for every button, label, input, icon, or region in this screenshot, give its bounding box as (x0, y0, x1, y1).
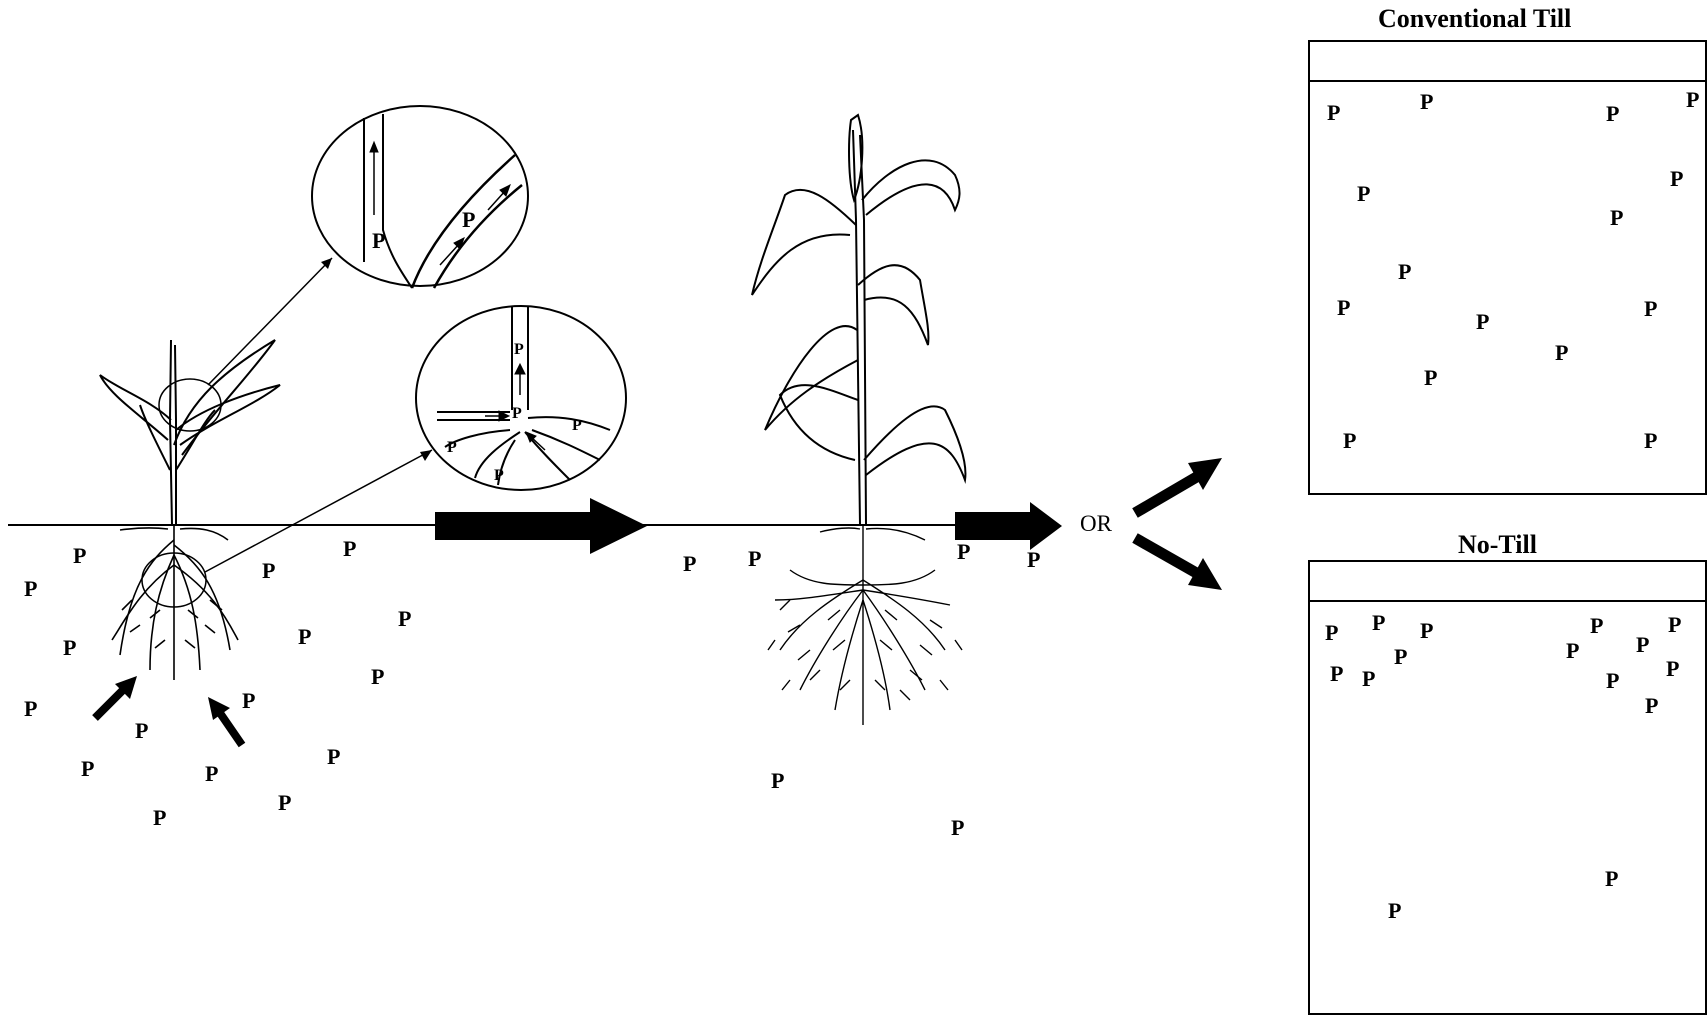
phosphorus-label: P (278, 792, 291, 814)
phosphorus-label: P (1590, 615, 1603, 637)
stem-transport-zoom (312, 106, 528, 288)
phosphorus-label: P (1636, 634, 1649, 656)
outcome-arrow (955, 502, 1062, 550)
phosphorus-label: P (1668, 614, 1681, 636)
zoom-circle-stem (159, 379, 221, 431)
phosphorus-label: P (1327, 102, 1340, 124)
phosphorus-label: P (683, 553, 696, 575)
phosphorus-label: P (1420, 91, 1433, 113)
conventional-till-title: Conventional Till (1378, 6, 1571, 32)
phosphorus-label: P (494, 468, 504, 484)
phosphorus-label: P (1337, 297, 1350, 319)
phosphorus-label: P (771, 770, 784, 792)
uptake-arrows (95, 676, 242, 745)
phosphorus-label: P (1476, 311, 1489, 333)
phosphorus-label: P (153, 807, 166, 829)
no-till-panel (1308, 560, 1707, 1015)
phosphorus-label: P (748, 548, 761, 570)
phosphorus-label: P (1394, 646, 1407, 668)
phosphorus-label: P (242, 690, 255, 712)
phosphorus-label: P (1566, 640, 1579, 662)
phosphorus-label: P (262, 560, 275, 582)
phosphorus-label: P (1325, 622, 1338, 644)
phosphorus-label: P (1555, 342, 1568, 364)
phosphorus-label: P (1610, 207, 1623, 229)
phosphorus-label: P (371, 666, 384, 688)
phosphorus-label: P (1644, 298, 1657, 320)
growth-arrow (435, 498, 647, 554)
phosphorus-label: P (512, 406, 522, 422)
phosphorus-label: P (572, 418, 582, 434)
phosphorus-label: P (951, 817, 964, 839)
phosphorus-label: P (135, 720, 148, 742)
phosphorus-label: P (24, 698, 37, 720)
phosphorus-label: P (81, 758, 94, 780)
phosphorus-label: P (298, 626, 311, 648)
phosphorus-label: P (1343, 430, 1356, 452)
phosphorus-label: P (1670, 168, 1683, 190)
phosphorus-label: P (63, 637, 76, 659)
phosphorus-label: P (24, 578, 37, 600)
mature-plant (752, 115, 965, 525)
phosphorus-label: P (1330, 663, 1343, 685)
no-till-title: No-Till (1458, 532, 1537, 558)
or-label: OR (1080, 512, 1112, 535)
phosphorus-label: P (205, 763, 218, 785)
phosphorus-label: P (398, 608, 411, 630)
phosphorus-label: P (1644, 430, 1657, 452)
phosphorus-label: P (1398, 261, 1411, 283)
phosphorus-label: P (462, 209, 475, 231)
phosphorus-label: P (1666, 658, 1679, 680)
notill-soil-surface (1310, 600, 1705, 602)
phosphorus-label: P (372, 230, 385, 252)
conventional-soil-surface (1310, 80, 1705, 82)
phosphorus-label: P (447, 440, 457, 456)
phosphorus-label: P (1605, 868, 1618, 890)
phosphorus-label: P (327, 746, 340, 768)
phosphorus-label: P (1606, 670, 1619, 692)
phosphorus-label: P (1362, 668, 1375, 690)
phosphorus-label: P (1686, 89, 1699, 111)
phosphorus-label: P (343, 538, 356, 560)
young-plant (100, 340, 280, 525)
phosphorus-label: P (1424, 367, 1437, 389)
young-plant-roots (112, 525, 238, 680)
phosphorus-label: P (1388, 900, 1401, 922)
phosphorus-label: P (1606, 103, 1619, 125)
branch-arrows (1135, 458, 1222, 590)
root-uptake-zoom (416, 306, 626, 490)
phosphorus-label: P (1372, 612, 1385, 634)
phosphorus-label: P (73, 545, 86, 567)
phosphorus-label: P (1645, 695, 1658, 717)
phosphorus-label: P (957, 541, 970, 563)
phosphorus-label: P (1420, 620, 1433, 642)
phosphorus-label: P (514, 342, 524, 358)
phosphorus-label: P (1027, 549, 1040, 571)
phosphorus-label: P (1357, 183, 1370, 205)
conventional-till-panel (1308, 40, 1707, 495)
mature-plant-roots (768, 525, 962, 725)
